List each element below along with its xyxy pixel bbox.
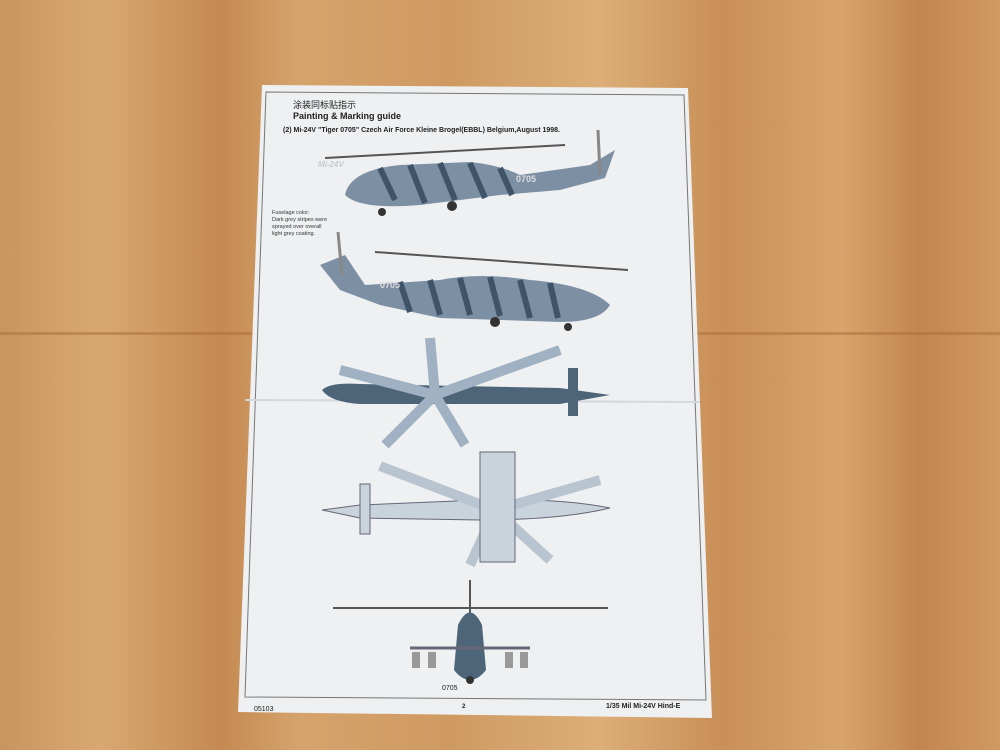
helicopter-top-view — [322, 337, 610, 449]
page-number: 2 — [462, 704, 466, 710]
side-marking: Mi-24V — [318, 160, 344, 169]
serial-marking: 0705 — [516, 174, 537, 184]
scheme-subtitle: (2) Mi-24V "Tiger 0705" Czech Air Force … — [283, 127, 560, 134]
helicopter-front-view — [333, 580, 608, 684]
helicopter-side-view-left — [324, 129, 615, 216]
helicopter-side-view-right — [320, 231, 629, 331]
title-english: Painting & Marking guide — [293, 111, 402, 121]
front-serial: 0705 — [442, 685, 458, 692]
helicopter-bottom-view — [321, 451, 611, 568]
footer-title: 1/35 Mil Mi-24V Hind-E — [606, 703, 681, 710]
sheet-border — [244, 91, 707, 701]
fuselage-note: Fuselage color: Dark grey stripes were s… — [272, 210, 327, 238]
note-line: Fuselage color: — [272, 210, 310, 216]
serial-marking-right: 0705 — [380, 280, 401, 290]
note-line: light grey coating. — [272, 231, 316, 237]
footer-code: 05103 — [254, 706, 274, 713]
note-line: sprayed over overall — [272, 224, 322, 230]
title-chinese: 涂装同标贴指示 — [293, 100, 357, 110]
note-line: Dark grey stripes were — [272, 217, 328, 223]
